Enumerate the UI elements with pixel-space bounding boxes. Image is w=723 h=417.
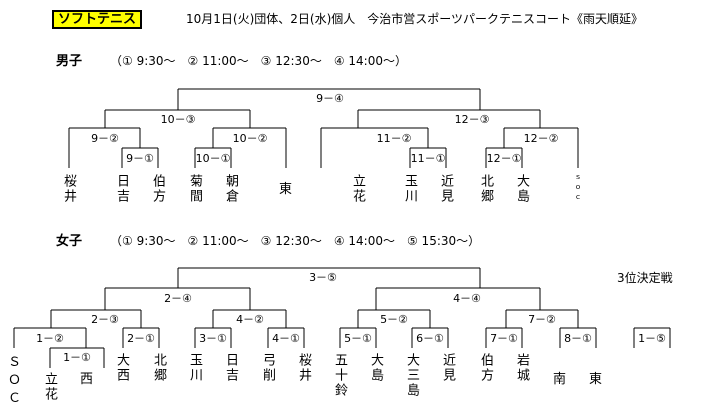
girls-match-3-1: 3－① — [199, 332, 227, 345]
girls-team-yuge: 弓削 — [260, 353, 275, 383]
boys-match-9-2: 9－② — [91, 132, 119, 145]
girls-match-1-2: 1－② — [36, 332, 64, 345]
girls-match-2-3: 2－③ — [91, 313, 119, 326]
boys-team-sakurai: 桜井 — [61, 174, 76, 204]
girls-final-label: 3－⑤ — [309, 271, 337, 284]
girls-team-minami: 南 — [553, 372, 567, 387]
girls-team-chikami: 近見 — [440, 353, 455, 383]
girls-match-7-1: 7－① — [490, 332, 518, 345]
third-place-heading: 3位決定戦 — [617, 271, 673, 285]
boys-team-asakura: 朝倉 — [223, 174, 238, 204]
boys-team-tamagawa: 玉川 — [402, 174, 417, 204]
girls-match-8-1: 8－① — [564, 332, 592, 345]
boys-team-hiyoshi: 日吉 — [114, 174, 129, 204]
boys-team-higashi: 東 — [279, 182, 293, 197]
girls-right-semi-label: 4－④ — [453, 292, 481, 305]
boys-match-9-1: 9－① — [126, 152, 154, 165]
boys-team-hakata: 伯方 — [150, 174, 165, 204]
girls-team-hakata: 伯方 — [478, 353, 493, 383]
boys-team-oshima: 大島 — [514, 174, 529, 204]
boys-match-12-2: 12－② — [523, 132, 559, 145]
event-info: 10月1日(火)団体、2日(水)個人 今治市営スポーツパークテニスコート《雨天順… — [186, 12, 644, 26]
boys-team-kitagou: 北郷 — [478, 174, 493, 204]
boys-heading: 男子 — [56, 54, 83, 69]
girls-match-5-1: 5－① — [344, 332, 372, 345]
girls-team-tamagawa: 玉川 — [187, 353, 202, 383]
girls-team-nishi: 西 — [80, 372, 94, 387]
girls-team-sakurai: 桜井 — [296, 353, 311, 383]
girls-match-5-2: 5－② — [380, 313, 408, 326]
boys-team-tachibana: 立花 — [350, 174, 365, 204]
girls-team-iwagi: 岩城 — [514, 353, 529, 383]
girls-match-2-1: 2－① — [127, 332, 155, 345]
boys-schedule: （① 9:30～ ② 11:00～ ③ 12:30～ ④ 14:00～） — [110, 54, 407, 68]
girls-team-isuzu: 五十鈴 — [332, 353, 347, 398]
boys-final-label: 9－④ — [316, 92, 344, 105]
sport-title-badge: ソフトテニス — [52, 10, 142, 29]
girls-team-hiyoshi: 日吉 — [223, 353, 238, 383]
girls-team-onishi: 大西 — [114, 353, 129, 383]
girls-team-higashi: 東 — [589, 372, 603, 387]
girls-team-oshima: 大島 — [368, 353, 383, 383]
girls-team-tachibana: 立花 — [42, 372, 57, 402]
girls-schedule: （① 9:30～ ② 11:00～ ③ 12:30～ ④ 14:00～ ⑤ 15… — [110, 234, 481, 248]
boys-team-kikuma: 菊間 — [187, 174, 202, 204]
girls-left-semi-label: 2－④ — [164, 292, 192, 305]
boys-match-11-2: 11－② — [376, 132, 412, 145]
girls-match-1-1: 1－① — [63, 351, 91, 364]
girls-team-omishima: 大三島 — [404, 353, 419, 398]
girls-match-4-2: 4－② — [236, 313, 264, 326]
girls-match-6-1: 6－① — [416, 332, 444, 345]
girls-team-kitagou: 北郷 — [151, 353, 166, 383]
boys-team-chikami: 近見 — [438, 174, 453, 204]
boys-match-10-2: 10－② — [232, 132, 268, 145]
boys-match-11-1: 11－① — [410, 152, 446, 165]
girls-match-4-1: 4－① — [272, 332, 300, 345]
boys-right-semi-label: 12－③ — [454, 113, 490, 126]
girls-third-place-match: 1－⑤ — [638, 332, 666, 345]
girls-heading: 女子 — [56, 234, 83, 249]
boys-match-10-1: 10－① — [195, 152, 231, 165]
girls-match-7-2: 7－② — [528, 313, 556, 326]
boys-match-12-1: 12－① — [486, 152, 522, 165]
boys-left-semi-label: 10－③ — [160, 113, 196, 126]
